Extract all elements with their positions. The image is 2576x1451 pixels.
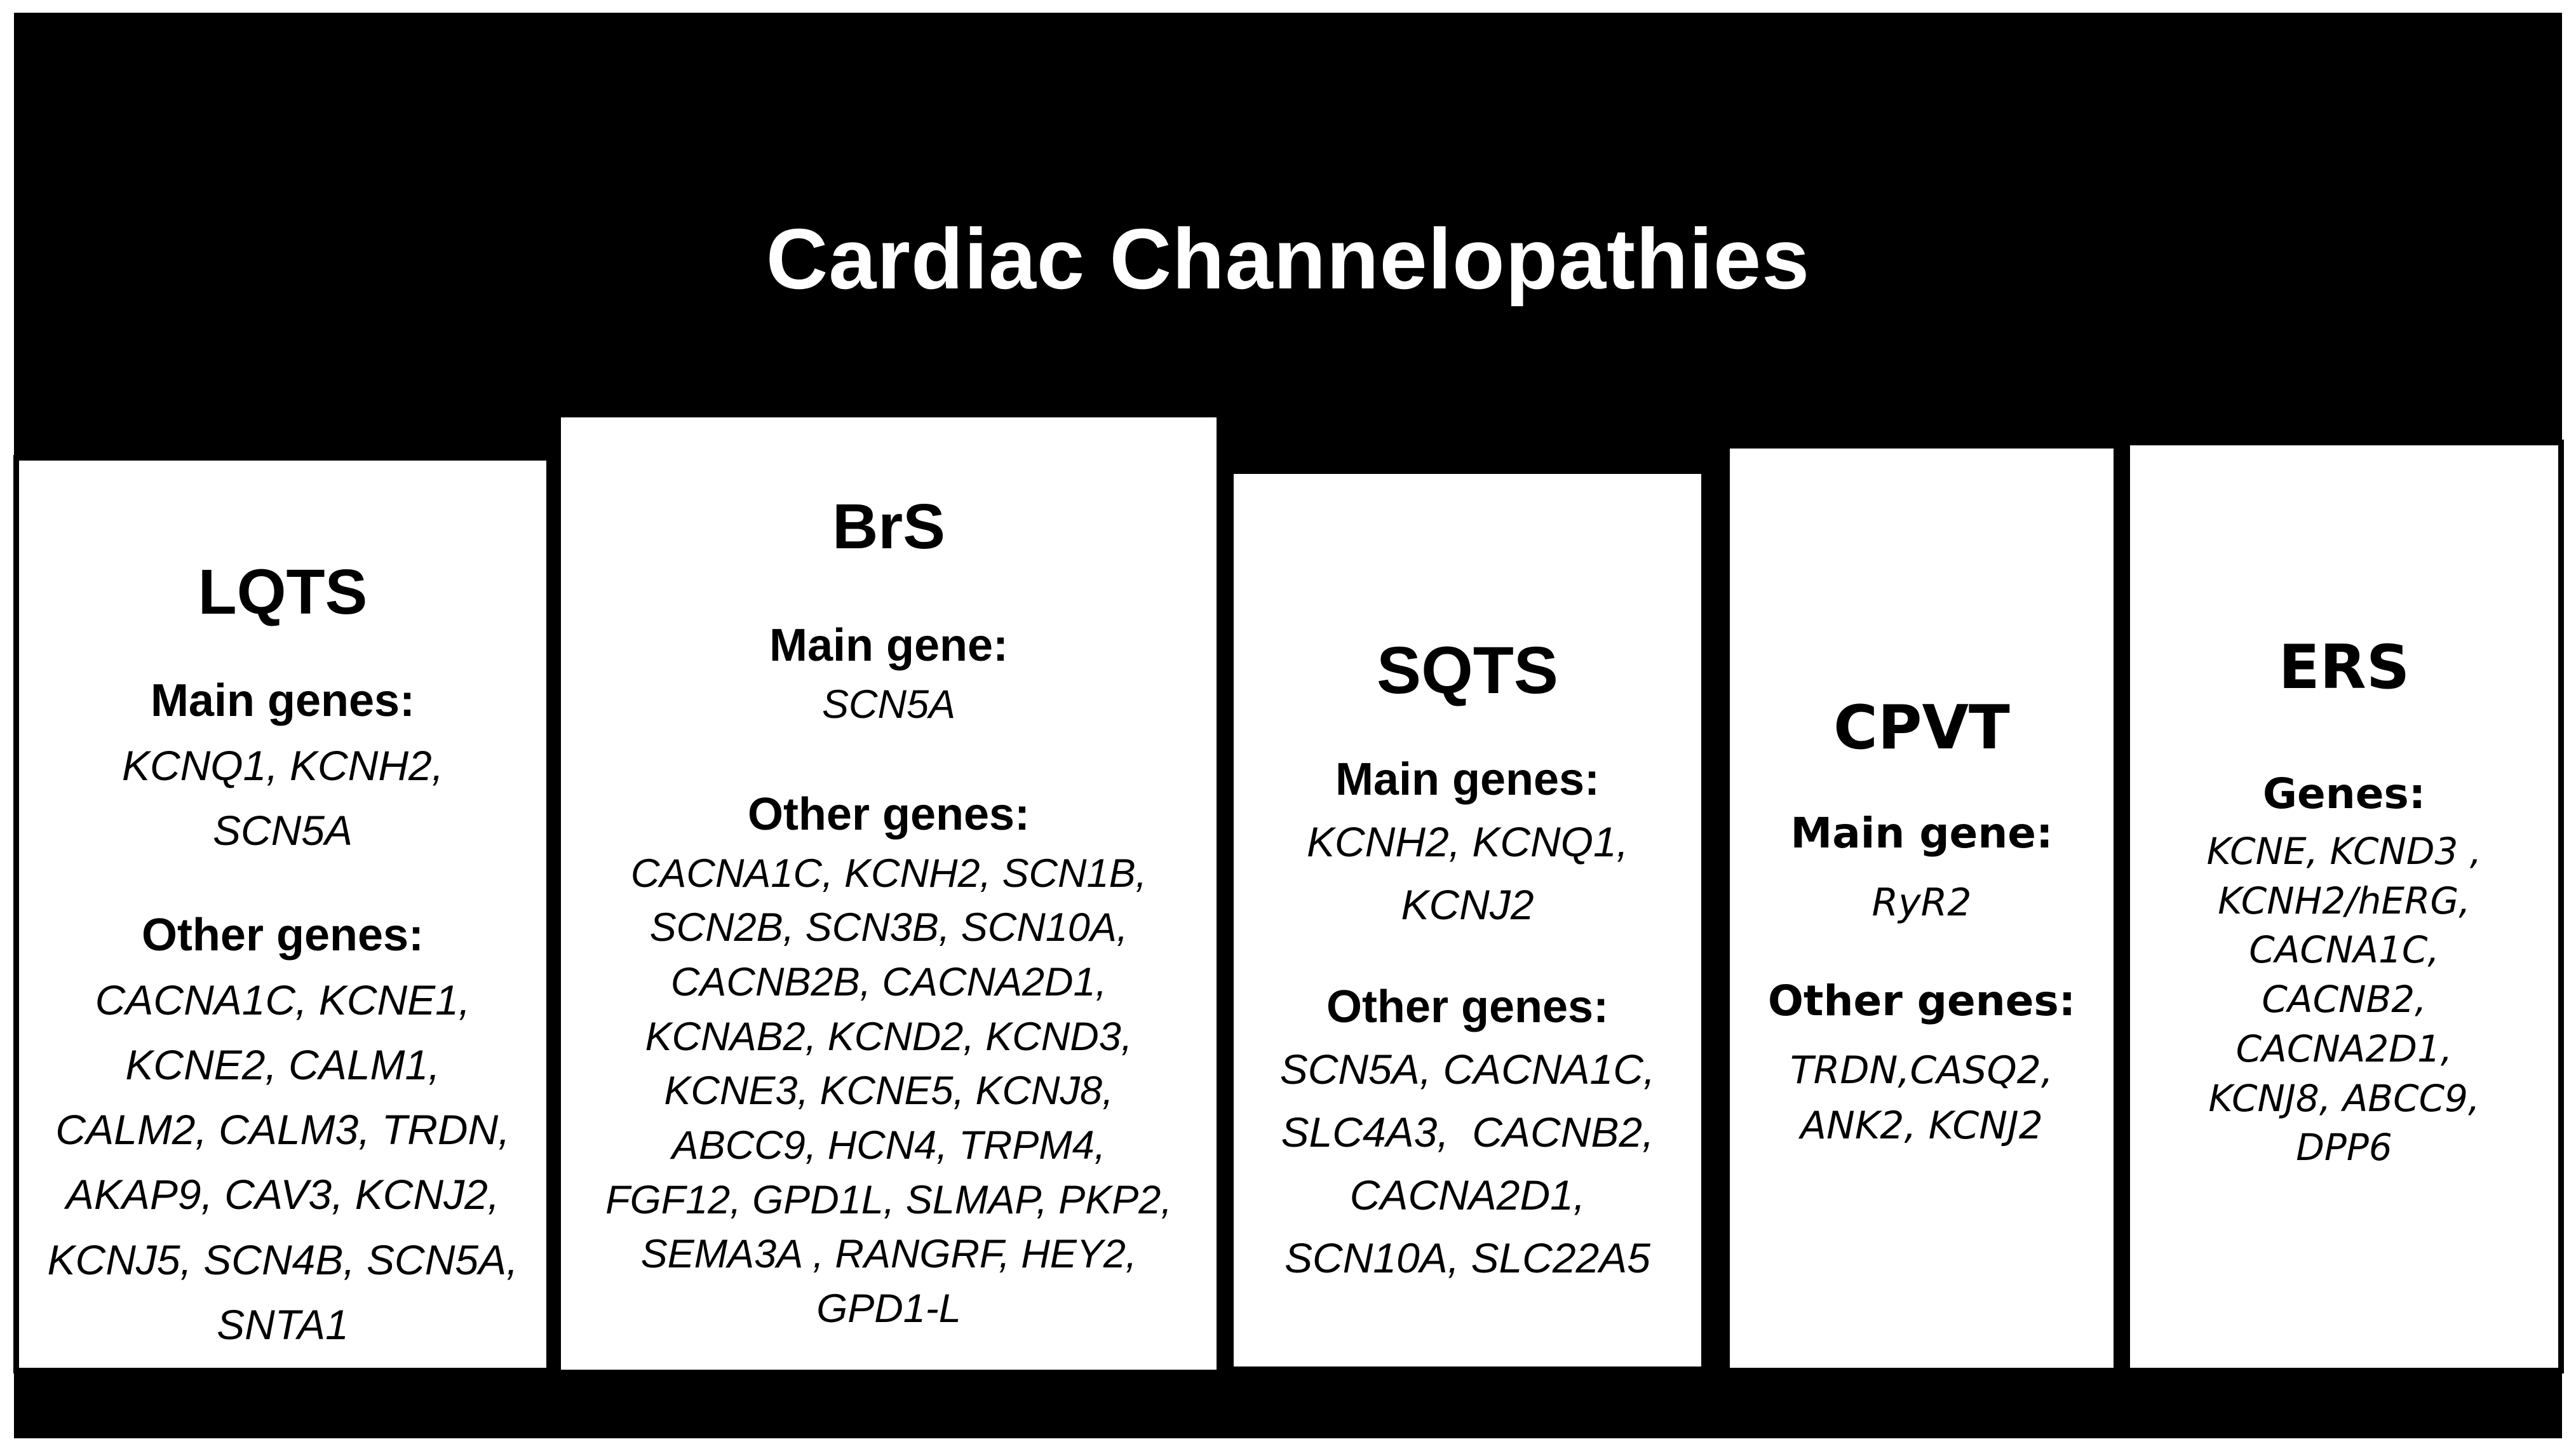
box-brs: BrS Main gene: SCN5A Other genes: CACNA1… [555, 412, 1222, 1375]
gene-list: CACNA1C, KCNH2, SCN1B, SCN2B, SCN3B, SCN… [605, 851, 1172, 1332]
section-label: Genes: [2262, 769, 2426, 818]
section-label: Other genes: [1767, 976, 2076, 1025]
section-label: Other genes: [747, 788, 1030, 840]
box-sqts-other-genes-section: Other genes: SCN5A, CACNA1C, SLC4A3, CAC… [1280, 981, 1656, 1290]
box-cpvt: CPVT Main gene: RyR2 Other genes: TRDN,C… [1724, 443, 2119, 1373]
box-sqts-title: SQTS [1377, 633, 1558, 708]
box-sqts-main-genes-section: Main genes: KCNH2, KCNQ1, KCNJ2 [1307, 753, 1628, 936]
gene-list: RyR2 [1871, 881, 1972, 925]
box-brs-title: BrS [832, 491, 945, 562]
gene-list: SCN5A, CACNA1C, SLC4A3, CACNB2, CACNA2D1… [1279, 1046, 1656, 1281]
figure-title: Cardiac Channelopathies [765, 211, 1811, 307]
gene-list: KCNH2, KCNQ1, KCNJ2 [1306, 818, 1629, 928]
box-lqts-other-genes-section: Other genes: CACNA1C, KCNE1, KCNE2, CALM… [48, 909, 518, 1358]
section-label: Main gene: [769, 620, 1009, 671]
section-label: Main genes: [1335, 754, 1600, 805]
box-lqts: LQTS Main genes: KCNQ1, KCNH2, SCN5A Oth… [13, 455, 552, 1373]
box-cpvt-title: CPVT [1833, 693, 2010, 763]
box-cpvt-other-genes-section: Other genes: TRDN,CASQ2, ANK2, KCNJ2 [1768, 976, 2075, 1154]
section-label: Other genes: [1326, 982, 1609, 1032]
box-sqts: SQTS Main genes: KCNH2, KCNQ1, KCNJ2 Oth… [1228, 468, 1707, 1372]
box-ers-genes-section: Genes: KCNE, KCND3 , KCNH2/hERG, CACNA1C… [2207, 769, 2482, 1173]
gene-list: KCNQ1, KCNH2, SCN5A [121, 742, 444, 854]
box-lqts-main-genes-section: Main genes: KCNQ1, KCNH2, SCN5A [122, 675, 443, 863]
gene-list: CACNA1C, KCNE1, KCNE2, CALM1, CALM2, CAL… [47, 976, 518, 1349]
box-brs-other-genes-section: Other genes: CACNA1C, KCNH2, SCN1B, SCN2… [605, 788, 1172, 1337]
section-label: Main genes: [150, 675, 415, 726]
gene-list: SCN5A [821, 682, 956, 727]
section-label: Other genes: [141, 909, 424, 961]
box-cpvt-main-gene-section: Main gene: RyR2 [1791, 809, 2053, 931]
box-lqts-title: LQTS [198, 557, 368, 628]
section-label: Main gene: [1790, 809, 2053, 858]
box-ers-title: ERS [2278, 633, 2410, 703]
gene-list: TRDN,CASQ2, ANK2, KCNJ2 [1790, 1048, 2053, 1148]
box-ers: ERS Genes: KCNE, KCND3 , KCNH2/hERG, CAC… [2124, 440, 2564, 1373]
box-brs-main-gene-section: Main gene: SCN5A [769, 619, 1008, 732]
gene-list: KCNE, KCND3 , KCNH2/hERG, CACNA1C, CACNB… [2206, 830, 2482, 1170]
